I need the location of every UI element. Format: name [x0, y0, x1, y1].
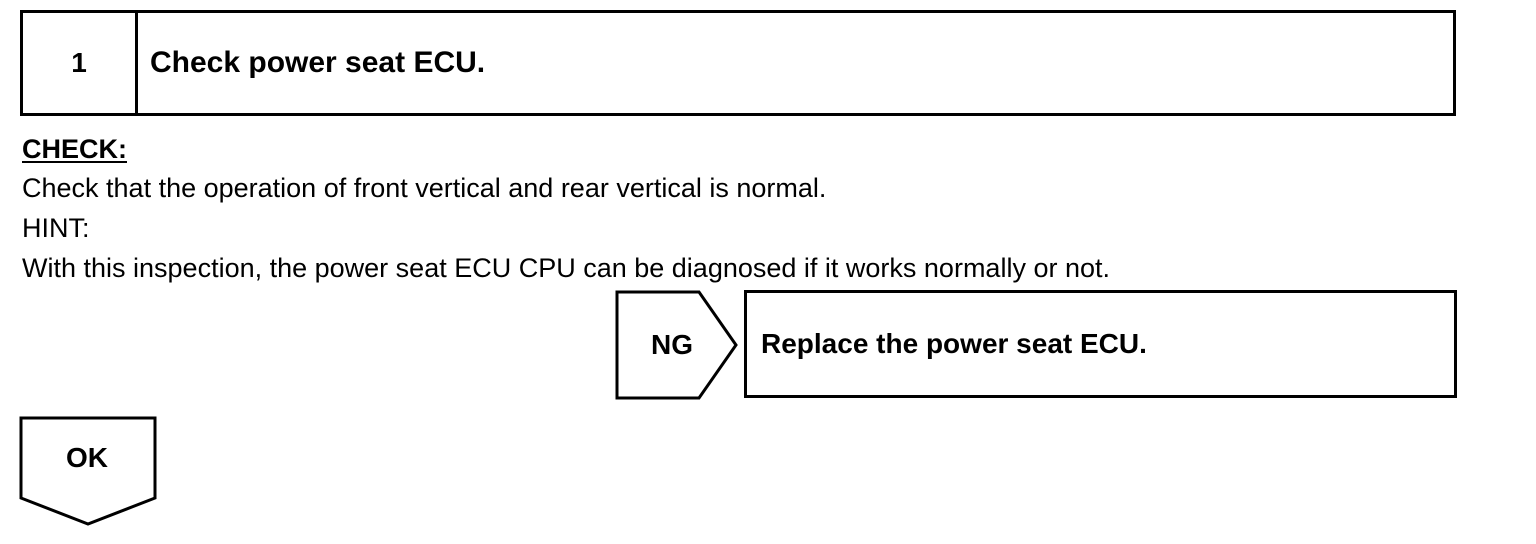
- step-title: Check power seat ECU.: [150, 46, 486, 79]
- ng-label: NG: [651, 329, 693, 360]
- ok-arrow-icon: [19, 416, 157, 526]
- check-instruction: Check that the operation of front vertic…: [22, 173, 827, 203]
- check-heading: CHECK:: [22, 134, 127, 164]
- step-header: 1 Check power seat ECU.: [20, 10, 1456, 116]
- hint-text: With this inspection, the power seat ECU…: [22, 253, 1110, 283]
- ng-arrow-icon: [615, 290, 738, 400]
- ng-action-box: Replace the power seat ECU.: [744, 290, 1457, 398]
- ng-action-text: Replace the power seat ECU.: [761, 328, 1147, 359]
- step-number: 1: [23, 13, 138, 113]
- hint-label: HINT:: [22, 213, 90, 243]
- ok-label: OK: [66, 442, 108, 473]
